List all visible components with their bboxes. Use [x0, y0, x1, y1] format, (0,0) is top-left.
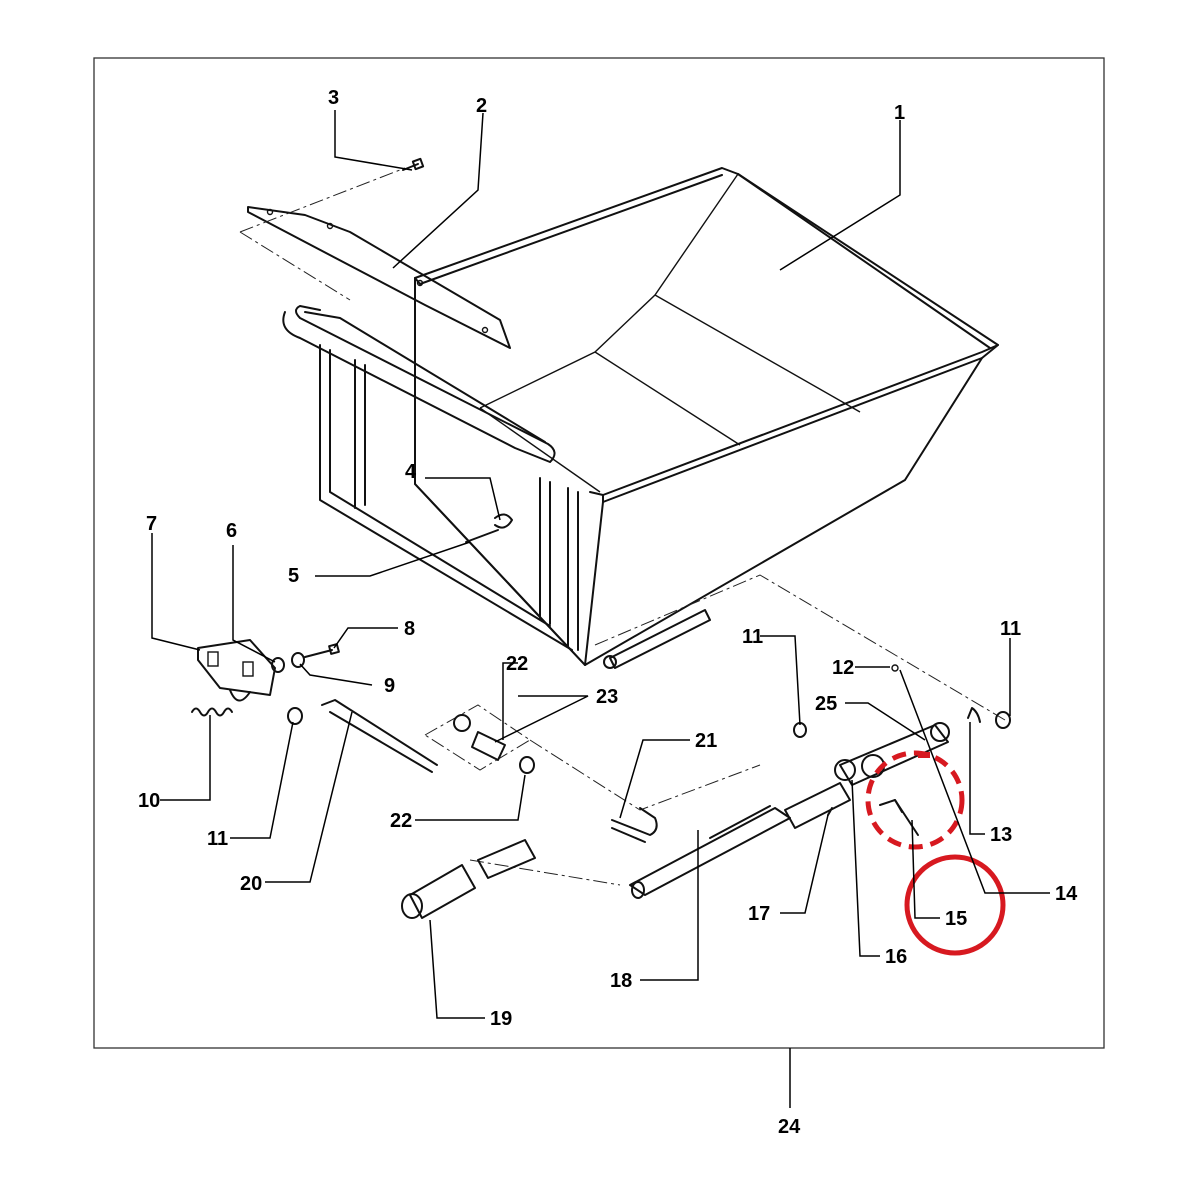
callout-25: 25 — [815, 693, 837, 715]
fasteners-left — [271, 643, 340, 673]
callout-19: 19 — [490, 1008, 512, 1030]
callout-22-top: 22 — [506, 653, 528, 675]
callout-21: 21 — [695, 730, 717, 752]
callout-1: 1 — [894, 102, 905, 124]
highlight-dashed-circle — [865, 750, 965, 850]
spring — [191, 707, 233, 717]
callout-16: 16 — [885, 946, 907, 968]
callout-15: 15 — [945, 908, 967, 930]
pin-and-clip — [465, 513, 513, 543]
callout-22-bottom: 22 — [390, 810, 412, 832]
handle-tube — [629, 805, 791, 899]
callout-11-left: 11 — [207, 828, 228, 850]
callout-10: 10 — [138, 790, 160, 812]
cover-plate — [247, 206, 511, 349]
callout-6: 6 — [226, 520, 237, 542]
callout-labels: 1 2 3 4 5 6 7 8 9 10 11 11 11 12 13 14 1… — [138, 87, 1078, 1138]
nut-left — [287, 707, 303, 725]
callout-23: 23 — [596, 686, 618, 708]
highlight-solid-circle — [904, 854, 1006, 956]
callout-17: 17 — [748, 903, 770, 925]
leader-lines — [151, 110, 1050, 1108]
callout-20: 20 — [240, 873, 262, 895]
callout-13: 13 — [990, 824, 1012, 846]
callout-7: 7 — [146, 513, 157, 535]
callout-5: 5 — [288, 565, 299, 587]
callout-12: 12 — [832, 657, 854, 679]
callout-2: 2 — [476, 95, 487, 117]
callout-18: 18 — [610, 970, 632, 992]
callout-4: 4 — [405, 461, 417, 483]
callout-11-mid: 11 — [742, 626, 763, 648]
callout-14: 14 — [1055, 883, 1078, 905]
control-rod — [321, 699, 438, 773]
bracket — [197, 639, 276, 702]
hand-grip — [401, 839, 536, 919]
hopper-body — [282, 167, 999, 669]
link-rod — [611, 807, 658, 843]
callout-8: 8 — [404, 618, 415, 640]
bushing-set — [453, 714, 535, 774]
shaft-assembly — [784, 664, 1011, 836]
diagram-frame — [93, 57, 1105, 1049]
callout-9: 9 — [384, 675, 395, 697]
callout-3: 3 — [328, 87, 339, 109]
callout-11-right: 11 — [1000, 618, 1021, 640]
callout-24: 24 — [778, 1116, 801, 1138]
